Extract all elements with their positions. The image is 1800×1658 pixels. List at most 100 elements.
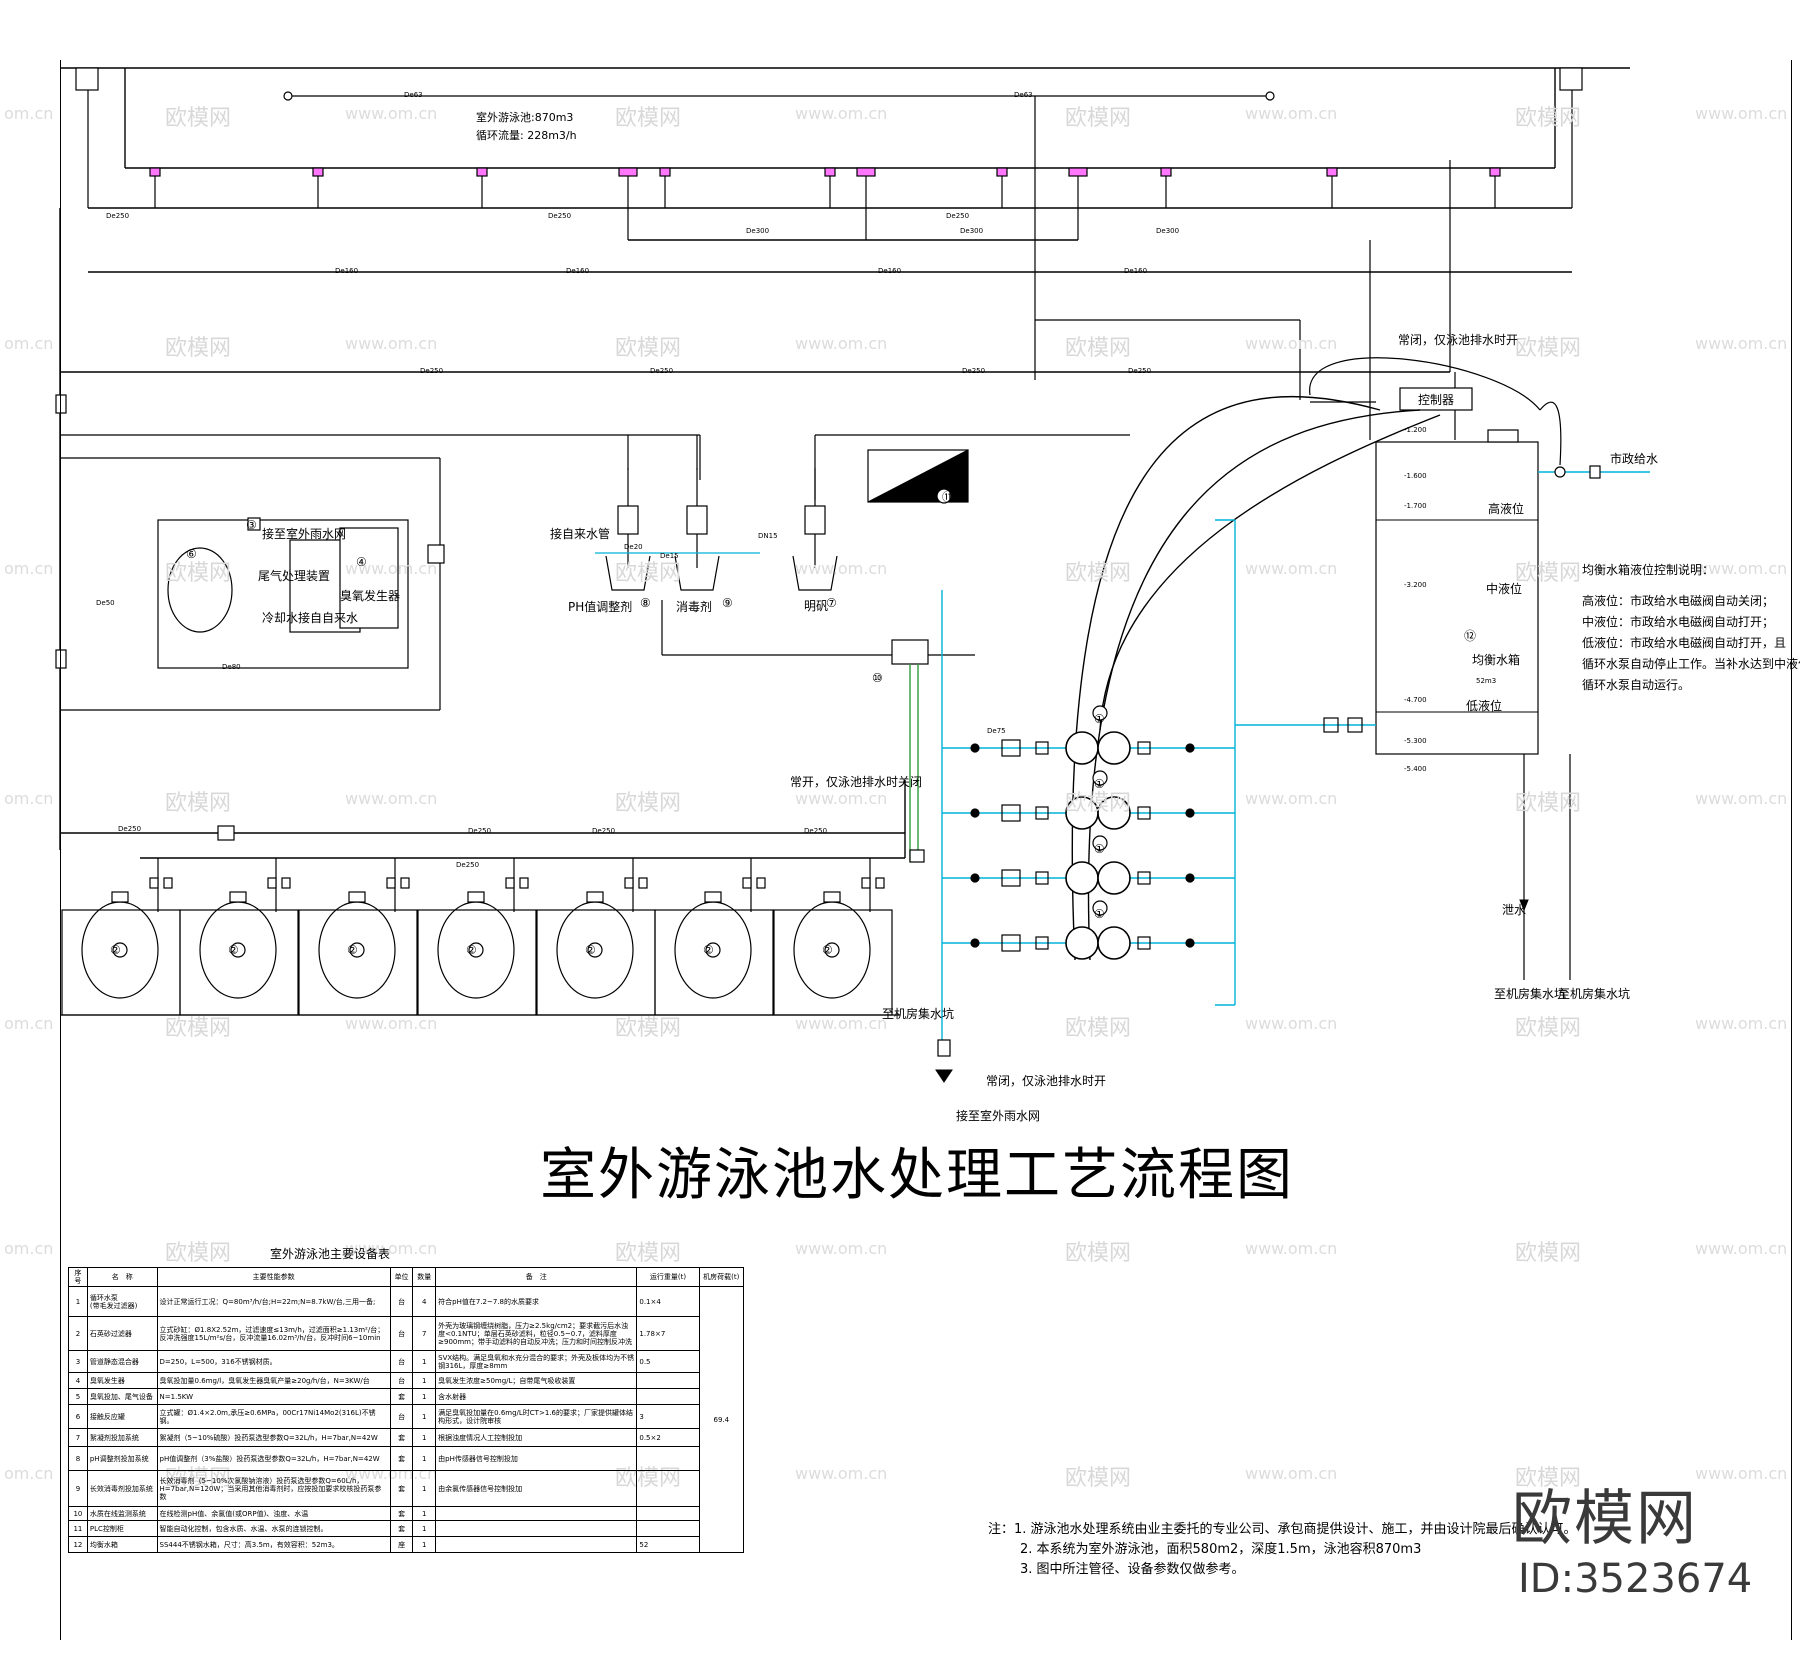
- ozone-rain-label: 接至室外雨水网: [262, 527, 347, 541]
- pool-flow-label: 循环流量: 228m3/h: [476, 129, 577, 142]
- chemical-tank: [605, 555, 651, 591]
- tap-water-label: 接自来水管: [550, 527, 611, 541]
- filter-tag: ②: [822, 943, 833, 957]
- table-cell-qty: 1: [412, 1536, 437, 1554]
- filter-multiport-valve: [586, 891, 604, 903]
- elevation-2: -1.600: [1404, 472, 1427, 480]
- check-valve-icon: [1001, 934, 1021, 952]
- valve-icon: [1035, 871, 1049, 885]
- filter-tag: ②: [703, 943, 714, 957]
- to-pit-label-2: 至机房集水坑: [1558, 987, 1631, 1001]
- pool-volume-label: 室外游泳池:870m3: [476, 111, 574, 124]
- circulation-pump-icon: [1097, 796, 1131, 830]
- valve-icon: [519, 877, 529, 889]
- table-cell-spec: 智能自动化控制，包含水质、水温、水泵的连锁控制。: [156, 1520, 391, 1538]
- gate-valve-icon: [909, 849, 925, 863]
- table-cell-name: 长效消毒剂投加系统: [86, 1470, 158, 1508]
- elevation-1: -1.200: [1404, 426, 1427, 434]
- table-cell-remark: 外壳为玻璃钢缠绕树脂，压力≥2.5kg/cm2；要求截污后水浊度<0.1NTU；…: [435, 1316, 638, 1352]
- valve-icon: [861, 877, 871, 889]
- valve-icon: [638, 877, 648, 889]
- table-cell-weight: 1.78×7: [636, 1316, 700, 1352]
- table-cell-qty: 7: [412, 1316, 437, 1352]
- controller-label: 控制器: [1418, 393, 1455, 407]
- chemical-tank: [792, 555, 838, 591]
- filter-multiport-valve: [348, 891, 366, 903]
- filter-tag: ②: [585, 943, 596, 957]
- col-header: 序号: [68, 1266, 88, 1288]
- pipe-size-label: De300: [746, 227, 770, 235]
- pipe-size-label: De160: [878, 267, 902, 275]
- table-header-row: 序号 名 称 主要性能参数 单位 数量 备 注 运行重量(t) 机房荷载(t): [68, 1266, 745, 1288]
- table-cell-name: 水质在线监测系统: [86, 1506, 158, 1522]
- dosing-pump-icon: [618, 518, 638, 530]
- drain-valve-box: [937, 1039, 951, 1057]
- valve-icon: [505, 877, 515, 889]
- valve-icon: [1035, 741, 1049, 755]
- valve-icon: [163, 877, 173, 889]
- control-signal-wire: [1539, 401, 1562, 466]
- table-cell-no: 2: [68, 1316, 88, 1352]
- table-cell-no: 11: [68, 1520, 88, 1538]
- table-cell-weight: [636, 1470, 700, 1508]
- disinfectant-label: 消毒剂: [676, 600, 713, 614]
- design-notes: 注：1. 游泳池水处理系统由业主委托的专业公司、承包商提供设计、施工，并由设计院…: [988, 1520, 1577, 1580]
- table-cell-weight: [636, 1520, 700, 1538]
- balance-tank-label: 均衡水箱: [1472, 653, 1521, 667]
- ph-agent-label: PH值调整剂: [568, 600, 633, 614]
- circulation-pump-icon: [1097, 926, 1131, 960]
- equipment-table-title: 室外游泳池主要设备表: [270, 1247, 391, 1261]
- pipe-size-label: De160: [566, 267, 590, 275]
- table-cell-spec: D=250，L=500，316不锈钢材质。: [156, 1350, 391, 1374]
- skimmer-left-icon: [75, 67, 99, 91]
- ozone-generator-label: 臭氧发生器: [340, 589, 401, 603]
- table-cell-spec: 立式罐：Ø1.4×2.0m,承压≥0.6MPa，00Cr17Ni14Mo2(31…: [156, 1404, 391, 1430]
- table-cell-qty: 1: [412, 1446, 437, 1472]
- municipal-supply-label: 市政给水: [1610, 452, 1659, 466]
- to-pit-filters-label: 至机房集水坑: [882, 1007, 955, 1021]
- solenoid-valve-icon: [1554, 466, 1566, 478]
- table-cell-spec: 长效消毒剂（5~10%次氯酸钠溶液）投药泵选型参数Q=60L/h，H=7bar,…: [156, 1470, 391, 1508]
- table-cell-unit: 套: [389, 1470, 414, 1508]
- note-line: 3. 图中所注管径、设备参数仅做参考。: [1020, 1562, 1245, 1577]
- disinfectant-tag: ⑨: [722, 596, 733, 610]
- col-header: 主要性能参数: [156, 1266, 391, 1288]
- pipe-size-label: DN15: [758, 532, 778, 540]
- table-cell-no: 3: [68, 1350, 88, 1374]
- pipe-size-label: De75: [987, 727, 1006, 735]
- table-cell-unit: 座: [389, 1536, 414, 1554]
- table-cell-qty: 1: [412, 1350, 437, 1374]
- controller-box: [1399, 387, 1473, 411]
- static-mixer-icon: [247, 517, 261, 531]
- table-cell-remark: 根据浊度情况人工控制投加: [435, 1428, 638, 1448]
- ph-tag: ⑧: [640, 596, 651, 610]
- pipe-size-label: De15: [660, 552, 679, 560]
- valve-icon: [624, 877, 634, 889]
- valve-icon: [427, 544, 445, 564]
- filter-multiport-valve: [467, 891, 485, 903]
- table-cell-name: 循环水泵 (带毛发过滤器): [86, 1286, 158, 1318]
- table-cell-name: 管道静态混合器: [86, 1350, 158, 1374]
- drain-valve-icon: [1519, 899, 1529, 912]
- filter-tag: ②: [347, 943, 358, 957]
- pipe-size-label: De63: [1014, 91, 1033, 99]
- check-valve-icon: [1323, 717, 1339, 733]
- table-cell-remark: 含水射器: [435, 1388, 638, 1406]
- ozone-generator-unit: [339, 527, 399, 629]
- pipe-size-label: De63: [404, 91, 423, 99]
- table-cell-qty: 1: [412, 1506, 437, 1522]
- valve-icon: [149, 877, 159, 889]
- table-cell-remark: 由余氯传感器信号控制投加: [435, 1470, 638, 1508]
- filter-tag-circle: [468, 942, 484, 958]
- balance-tank-volume: 52m3: [1476, 677, 1497, 685]
- col-header: 名 称: [86, 1266, 158, 1288]
